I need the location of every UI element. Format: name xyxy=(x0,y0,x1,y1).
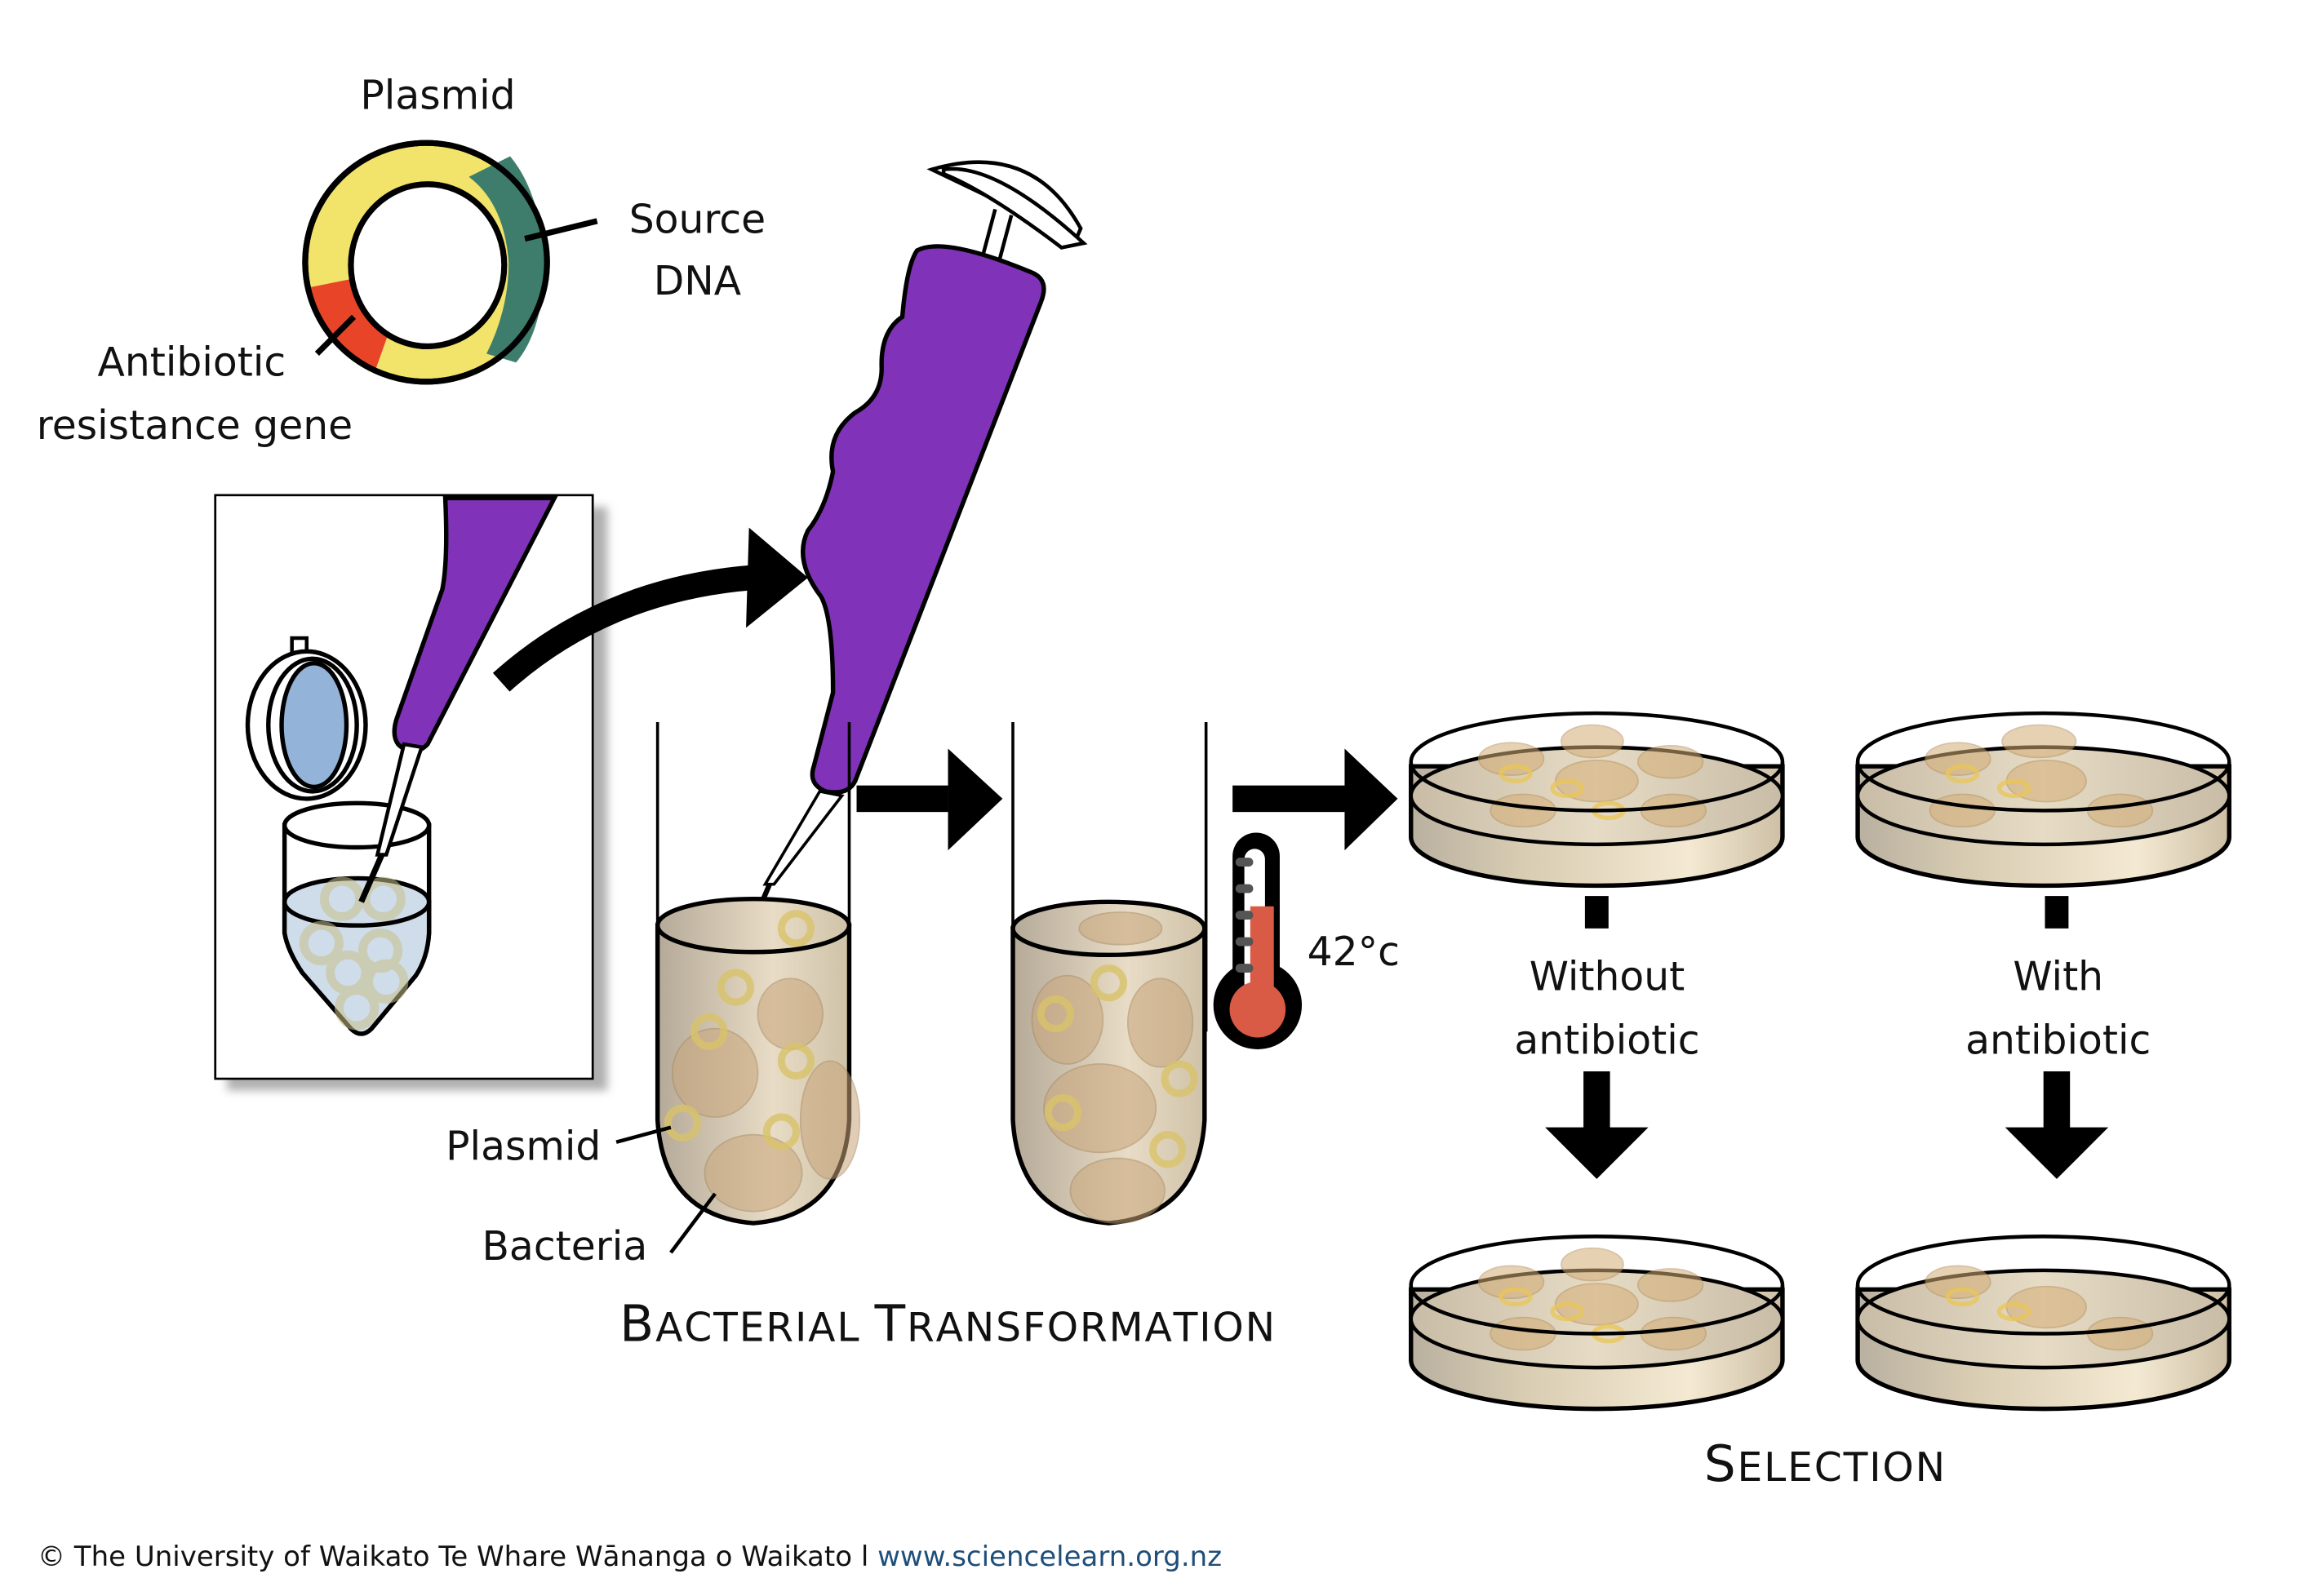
dish-initial-with xyxy=(1855,711,2232,889)
with-antibiotic-label-line2: antibiotic xyxy=(1965,1017,2151,1063)
source-dna-segment xyxy=(468,156,546,363)
microcentrifuge-tube xyxy=(282,800,432,1036)
arrow-right-1 xyxy=(856,748,1003,851)
plasmid-in-colony xyxy=(1996,1301,2031,1322)
without-antibiotic-label-line1: Without xyxy=(1530,955,1685,1000)
tube-lid xyxy=(245,636,368,801)
test-tube-with-plasmids: Plasmid Bacteria xyxy=(446,721,861,1270)
plasmid-title: Plasmid xyxy=(360,73,515,119)
large-pipette xyxy=(742,160,1088,945)
copyright-text: © The University of Waikato Te Whare Wān… xyxy=(38,1541,869,1573)
source-dna-label-line2: DNA xyxy=(654,259,741,304)
plasmid-label: Plasmid xyxy=(446,1124,601,1169)
bacterial-colony xyxy=(1929,793,1996,828)
thermometer-icon: 42°c xyxy=(1213,832,1400,1049)
selection-with-branch: With antibiotic xyxy=(1965,896,2151,1179)
curved-arrow xyxy=(492,527,808,692)
plasmid-in-colony xyxy=(1550,778,1584,798)
temperature-label: 42°c xyxy=(1308,929,1400,975)
plasmid-in-colony xyxy=(1945,764,1980,783)
without-antibiotic-label-line2: antibiotic xyxy=(1514,1017,1699,1063)
dish-initial-without xyxy=(1409,711,1785,889)
with-antibiotic-label-line1: With xyxy=(2013,955,2103,1000)
resistance-label-line2: resistance gene xyxy=(37,403,353,449)
bacterial-colony xyxy=(1477,1265,1545,1300)
bacterial-colony xyxy=(1925,1265,1991,1300)
test-tube-transformed xyxy=(1010,721,1208,1226)
bacterial-colony xyxy=(1637,1268,1704,1302)
bacterial-colony xyxy=(1561,724,1624,759)
bacterial-colony xyxy=(1554,760,1639,803)
bacteria-label: Bacteria xyxy=(482,1224,647,1270)
dish-result-with xyxy=(1855,1235,2232,1412)
bacterial-colony xyxy=(1561,1247,1624,1282)
plasmid-in-colony xyxy=(1499,764,1533,783)
arrow-right-2 xyxy=(1232,748,1398,851)
thermometer-ticks xyxy=(1235,858,1254,973)
bacterial-colony xyxy=(2001,724,2077,759)
bacterial-transformation-title: BACTERIAL TRANSFORMATION xyxy=(619,1296,1277,1354)
petri-dishes xyxy=(1409,711,2232,1412)
plasmid-in-colony xyxy=(1945,1287,1980,1307)
plasmid-in-colony xyxy=(1996,778,2031,798)
bacterial-colony xyxy=(1554,1283,1639,1326)
inset-panel xyxy=(214,494,608,1091)
bacterial-colony xyxy=(2086,1316,2154,1351)
footer: © The University of Waikato Te Whare Wān… xyxy=(38,1541,1222,1573)
source-dna-label-line1: Source xyxy=(629,197,766,242)
plasmid-in-colony xyxy=(1550,1301,1584,1322)
plasmid-diagram: Plasmid Source DNA Antibiotic resistance… xyxy=(37,73,766,450)
selection-title: SELECTION xyxy=(1704,1435,1947,1493)
resistance-label-line1: Antibiotic xyxy=(97,340,286,386)
bacterial-colony xyxy=(1640,1316,1707,1351)
selection-without-branch: Without antibiotic xyxy=(1514,896,1700,1179)
plasmid-in-colony xyxy=(1499,1287,1533,1307)
small-pipette xyxy=(358,495,558,903)
sciencelearn-link[interactable]: www.sciencelearn.org.nz xyxy=(877,1541,1223,1573)
bacterial-colony xyxy=(1925,742,1991,776)
bacterial-colony xyxy=(2086,793,2154,828)
bacterial-colony xyxy=(2005,1285,2087,1329)
bacterial-colony xyxy=(1640,793,1707,828)
dish-result-without xyxy=(1409,1235,1785,1412)
bacterial-colony xyxy=(1477,742,1545,776)
bacterial-colony xyxy=(1637,744,1704,779)
